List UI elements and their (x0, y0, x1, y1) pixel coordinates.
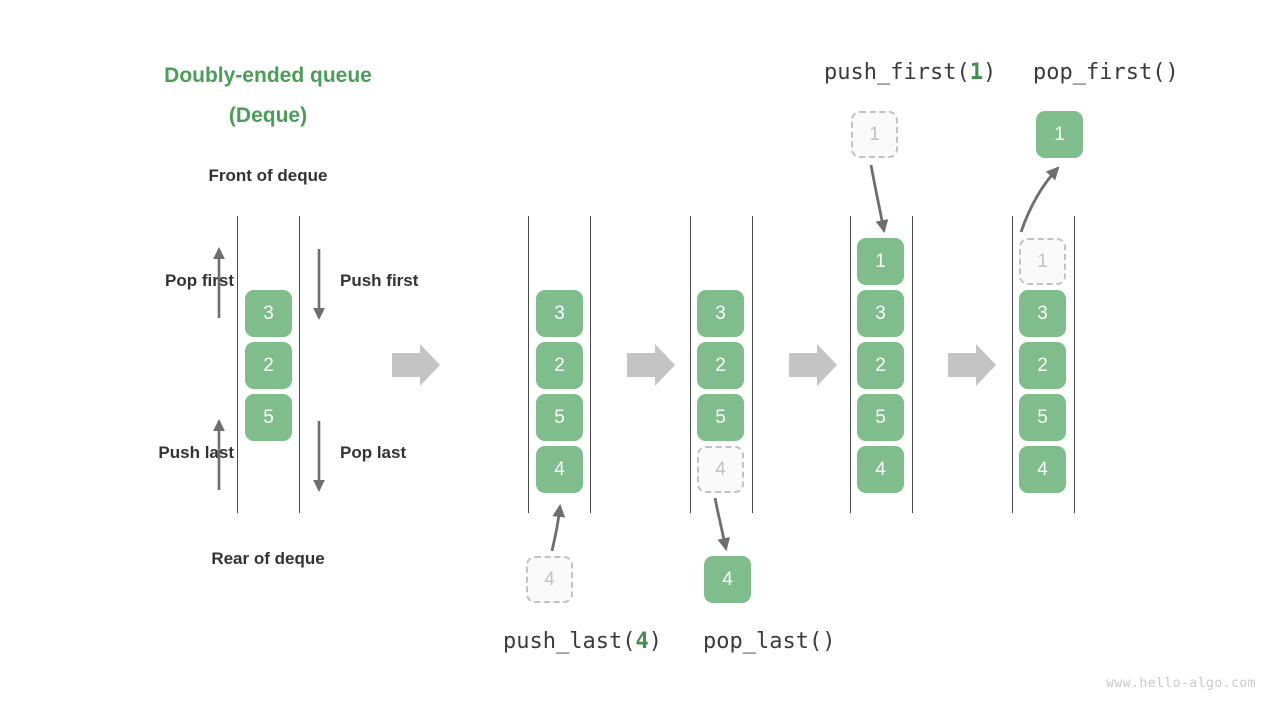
rail-left-stage2 (690, 216, 691, 513)
rail-left-legend (237, 216, 238, 513)
flow-arrow-icon (948, 344, 996, 386)
op-label-pop-last: pop_last() (703, 629, 835, 654)
push-last-label: Push last (158, 443, 234, 462)
rail-right-stage1 (590, 216, 591, 513)
flow-arrow-icon (392, 344, 440, 386)
deque-cell: 2 (857, 342, 904, 389)
deque-cell: 1 (857, 238, 904, 285)
pop-first-label: Pop first (165, 271, 234, 290)
op-arg-push-last: 4 (635, 629, 649, 654)
pop-last-label: Pop last (340, 443, 407, 462)
op-paren-close: ) (1165, 60, 1179, 85)
deque-cell: 3 (536, 290, 583, 337)
op-label-push-last: push_last(4) (503, 629, 662, 654)
deque-cell: 4 (536, 446, 583, 493)
deque-cell: 5 (857, 394, 904, 441)
deque-ghost-cell: 1 (1019, 238, 1066, 285)
rail-right-stage2 (752, 216, 753, 513)
flow-arrow-icon (789, 344, 837, 386)
diagram-title-line1: Doubly-ended queue (164, 64, 372, 87)
deque-cell: 5 (1019, 394, 1066, 441)
deque-cell: 3 (1019, 290, 1066, 337)
op-name-push-last: push_last (503, 629, 623, 654)
op-name-push-first: push_first (824, 60, 957, 85)
deque-cell: 2 (245, 342, 292, 389)
deque-cell: 4 (1019, 446, 1066, 493)
push-first-label: Push first (340, 271, 419, 290)
rail-left-stage1 (528, 216, 529, 513)
push-first-insert-arrow-icon (869, 164, 889, 234)
diagram-title-line2: (Deque) (228, 104, 308, 127)
op-paren-close: ) (982, 60, 997, 85)
flow-arrow-icon (627, 344, 675, 386)
deque-cell: 5 (245, 394, 292, 441)
deque-ghost-cell: 4 (697, 446, 744, 493)
detached-ghost-cell: 4 (526, 556, 573, 603)
rail-right-legend (299, 216, 300, 513)
deque-cell: 5 (697, 394, 744, 441)
deque-cell: 2 (697, 342, 744, 389)
front-of-deque-label: Front of deque (208, 166, 328, 185)
deque-cell: 2 (536, 342, 583, 389)
deque-cell: 4 (857, 446, 904, 493)
deque-cell: 3 (245, 290, 292, 337)
deque-cell: 3 (857, 290, 904, 337)
op-label-pop-first: pop_first() (1033, 60, 1179, 85)
rail-left-stage3 (850, 216, 851, 513)
deque-cell: 2 (1019, 342, 1066, 389)
pop-last-eject-arrow-icon (713, 497, 731, 552)
watermark: www.hello-algo.com (1106, 676, 1256, 691)
detached-popped-cell: 4 (704, 556, 751, 603)
detached-ghost-cell: 1 (851, 111, 898, 158)
op-label-push-first: push_first(1) (824, 60, 996, 85)
op-name-pop-last: pop_last (703, 629, 809, 654)
detached-popped-cell: 1 (1036, 111, 1083, 158)
pop-first-eject-arrow-icon (1019, 166, 1060, 233)
rail-right-stage3 (912, 216, 913, 513)
op-paren-close: ) (648, 629, 662, 654)
rear-of-deque-label: Rear of deque (211, 549, 325, 568)
push-last-insert-arrow-icon (550, 503, 566, 552)
rail-right-stage4 (1074, 216, 1075, 513)
op-name-pop-first: pop_first (1033, 60, 1153, 85)
op-paren-open: ( (1152, 60, 1166, 85)
op-paren-open: ( (622, 629, 636, 654)
rail-left-stage4 (1012, 216, 1013, 513)
deque-cell: 5 (536, 394, 583, 441)
op-paren-open: ( (956, 60, 970, 85)
op-arg-push-first: 1 (969, 60, 983, 85)
op-paren-open: ( (808, 629, 823, 654)
op-paren-close: ) (822, 629, 836, 654)
deque-cell: 3 (697, 290, 744, 337)
